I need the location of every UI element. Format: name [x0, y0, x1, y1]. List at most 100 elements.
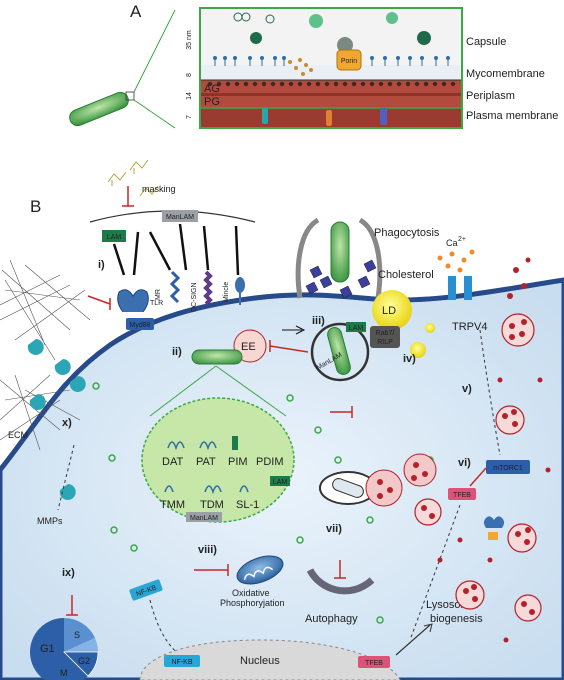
- step-ii: ii): [172, 346, 182, 358]
- mincle-receptor: Mincle: [223, 277, 245, 305]
- lipid-tdm: TDM: [200, 499, 224, 511]
- trpv4-label: TRPV4: [452, 321, 487, 333]
- panel-b: B ECM MMPs masking LAM: [0, 159, 564, 680]
- lipid-pat: PAT: [196, 456, 216, 468]
- panel-a: A: [69, 2, 558, 129]
- nfkb-label-2: NF-KB: [172, 659, 193, 666]
- mtorc1-label: mTORC1: [493, 465, 523, 472]
- mycomembrane-label: Mycomembrane: [466, 68, 545, 80]
- masking-label: masking: [142, 184, 176, 194]
- capsule-label: Capsule: [466, 36, 506, 48]
- zoom-line-top: [133, 9, 176, 93]
- lysosome: [365, 469, 403, 507]
- mr-label: MR: [155, 289, 162, 300]
- lipid-dat: DAT: [162, 456, 183, 468]
- rilp-label: RILP: [377, 339, 393, 346]
- step-iv: iv): [403, 353, 416, 365]
- mr-receptor: MR: [155, 270, 181, 304]
- phagosome: [310, 322, 370, 382]
- step-viii: viii): [198, 544, 217, 556]
- lam-label-2: LAM: [349, 325, 364, 332]
- zoom-line-bottom: [133, 99, 176, 129]
- lysosome-dots: [437, 377, 551, 643]
- ee-label: EE: [241, 341, 256, 353]
- biogenesis-label: biogenesis: [430, 613, 483, 625]
- phagocytic-cup: [295, 217, 383, 299]
- mtorc1-badge: [486, 460, 530, 474]
- phagosome-mtb: [327, 327, 351, 375]
- extracellular-particles: [507, 257, 531, 299]
- tfeb-label: TFEB: [453, 492, 471, 499]
- cycle-g1: G1: [40, 643, 55, 655]
- lam-badge-2: [346, 322, 366, 332]
- lam-badge-3: [270, 476, 290, 486]
- lipid-manlam: ManLAM: [190, 515, 218, 522]
- cycle-g2: G2: [78, 656, 90, 666]
- scale-periplasm: 14: [186, 92, 193, 100]
- autophagosome: [306, 568, 375, 595]
- panel-b-letter: B: [30, 197, 41, 216]
- bacillus-icon: [69, 91, 129, 127]
- manlam-badge-3: [186, 512, 222, 522]
- calcium-superscript: 2+: [458, 236, 466, 243]
- mtb-bacillus: [330, 221, 350, 283]
- ld-label: LD: [382, 305, 396, 317]
- phagocytosis-label: Phagocytosis: [374, 227, 440, 239]
- step-iii: iii): [312, 315, 325, 327]
- lipid-glyphs: [164, 441, 249, 495]
- rab7-label: Rab7/: [376, 330, 395, 337]
- step-ix: ix): [62, 567, 75, 579]
- lysosome-cluster: [414, 313, 542, 622]
- cell-cycle-pie: [30, 618, 99, 680]
- cycle-m: M: [60, 668, 68, 678]
- lipid-pdim: PDIM: [256, 456, 284, 468]
- step-vi: vi): [458, 457, 471, 469]
- lipid-tmm: TMM: [160, 499, 185, 511]
- tfeb-badge: [448, 488, 476, 500]
- binding-arrows: [112, 223, 240, 276]
- cell-envelope-diagram: Porin AG PG: [199, 7, 463, 129]
- trpv4-channel: [448, 276, 472, 300]
- plasma-membrane-label: Plasma membrane: [466, 110, 558, 122]
- masking-glycans: [107, 159, 159, 197]
- cycle-s: S: [74, 630, 80, 640]
- step-vii: vii): [326, 523, 342, 535]
- lipid-droplet-small: [410, 342, 426, 358]
- calcium-ions: [437, 249, 475, 273]
- phosphorylation-label: Phosphoryjation: [220, 598, 285, 608]
- tlr-receptor-small: [484, 516, 504, 540]
- early-endosome: [233, 329, 267, 363]
- autophagy-label: Autophagy: [305, 613, 358, 625]
- porin-shape: [336, 49, 362, 71]
- membrane-protein: [326, 110, 332, 126]
- scale-plasma-membrane: 7: [186, 115, 193, 119]
- mitochondrion: [236, 555, 284, 585]
- dcsign-receptor: DC-SIGN: [191, 270, 213, 312]
- nucleus-label: Nucleus: [240, 655, 280, 667]
- mmps-label: MMPs: [37, 516, 63, 526]
- nucleus: [139, 639, 401, 680]
- ag-label: AG: [204, 83, 220, 95]
- vesicles: [92, 382, 434, 624]
- pg-label: PG: [204, 96, 220, 108]
- step-i: i): [98, 259, 105, 271]
- step-v: v): [462, 383, 472, 395]
- step-x: x): [62, 417, 72, 429]
- porin-label: Porin: [341, 58, 357, 65]
- lam-badge: [102, 230, 126, 242]
- membrane-protein: [380, 108, 387, 125]
- tlr-label: TLR: [150, 300, 163, 307]
- inhibit-arrow: [269, 345, 309, 353]
- lipid-sl1: SL-1: [236, 499, 259, 511]
- lipid-droplet-small: [425, 323, 435, 333]
- rab7-badge: [370, 326, 400, 348]
- periplasm-label: Periplasm: [466, 90, 515, 102]
- tfeb-badge-2: [358, 656, 390, 668]
- tlr-receptor: Myd88 TLR: [117, 289, 163, 330]
- zoom-box: [125, 91, 135, 101]
- panel-a-letter: A: [130, 2, 142, 21]
- scale-capsule: 35 nm: [186, 30, 193, 50]
- ecm-label: ECM: [8, 430, 28, 440]
- myd88-badge: [126, 318, 154, 330]
- lipid-lam: LAM: [273, 479, 288, 486]
